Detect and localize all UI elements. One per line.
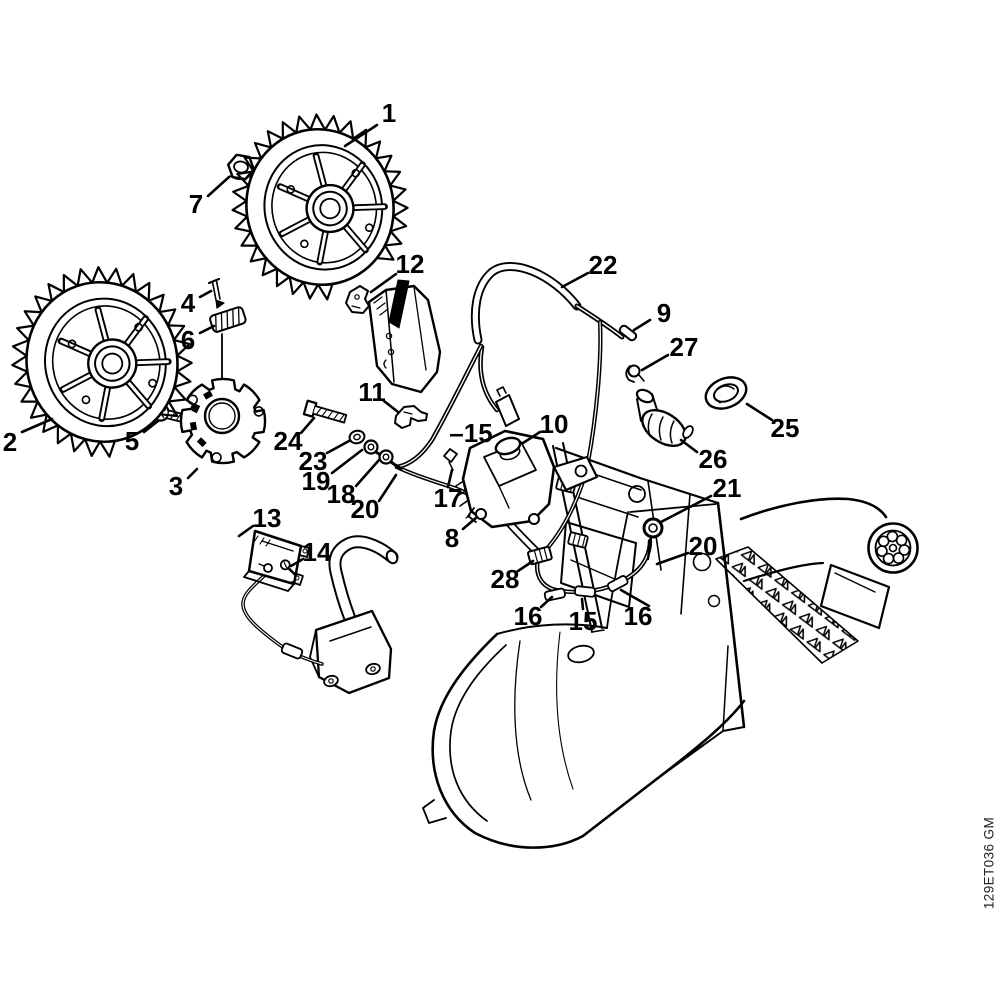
part-16-sleeve-right [606, 575, 629, 593]
callout-label-25: 25 [771, 413, 800, 443]
callout-leader-6 [198, 324, 216, 335]
callout-label-28: 28 [491, 564, 520, 594]
part-28-connector [527, 545, 553, 566]
callout-leader-7 [206, 175, 231, 198]
callout-label-13: 13 [253, 503, 282, 533]
part-4-pin [207, 277, 225, 309]
callout-label-–15: –15 [449, 418, 492, 448]
callout-leader-1 [343, 123, 379, 148]
callout-leader-5 [142, 419, 160, 434]
part-3-stator [179, 377, 267, 465]
callout-leader-20 [655, 551, 690, 566]
callout-label-22: 22 [589, 250, 618, 280]
callout-label-11: 11 [358, 377, 386, 407]
callout-leader-19 [330, 448, 364, 475]
callout-leader-18 [354, 458, 381, 488]
watermark-text: 129ET036 GM [981, 816, 997, 910]
callout-leader-23 [325, 439, 351, 455]
callout-leader-9 [632, 318, 652, 332]
callout-label-17: 17 [434, 483, 463, 513]
callout-leader-24 [299, 416, 316, 435]
callout-label-9: 9 [657, 298, 671, 328]
callout-leader-2 [20, 417, 54, 434]
callout-leader-22 [560, 271, 590, 289]
part-17-clip [443, 448, 458, 471]
wiring-harness [394, 262, 653, 595]
callout-label-24: 24 [274, 426, 303, 456]
callout-label-20: 20 [689, 531, 718, 561]
handle-tube-and-bracket [309, 535, 399, 695]
part-8-ignition-coil [455, 429, 599, 529]
callout-label-21: 21 [713, 473, 742, 503]
part-10-coil-boot [494, 386, 522, 461]
callout-label-23: 23 [299, 446, 328, 476]
callout-leader-10 [521, 430, 542, 445]
callout-leader-28 [516, 559, 535, 573]
callout-leader-3 [186, 467, 199, 480]
callout-label-1: 1 [382, 98, 396, 128]
callout-leader-27 [640, 353, 670, 372]
part-9-end-sleeve [618, 324, 638, 342]
callout-leader-17 [446, 468, 454, 489]
callout-leader-25 [745, 402, 774, 422]
callout-label-5: 5 [125, 426, 139, 456]
part-18-ring-terminal [378, 449, 403, 471]
part-1-flywheel [231, 113, 409, 301]
callout-leader-16 [539, 595, 554, 609]
callout-label-8: 8 [445, 523, 459, 553]
part-21-ring-terminal [642, 517, 664, 561]
callout-label-2: 2 [3, 427, 17, 457]
flywheels [11, 113, 409, 458]
part-13-ignition-module [241, 529, 324, 666]
callout-label-20: 20 [351, 494, 380, 524]
part-6-spring [209, 306, 247, 382]
part-11-clip [394, 405, 428, 429]
antivibe-buffer-holes [876, 530, 911, 565]
callout-label-16: 16 [624, 601, 653, 631]
callout-leader-14 [289, 557, 305, 568]
callout-leader-26 [679, 438, 699, 454]
part-26-spark-plug-boot [635, 388, 694, 448]
callout-leader-13 [237, 524, 255, 538]
callout-leader-12 [369, 272, 398, 294]
callout-label-26: 26 [699, 444, 728, 474]
callout-label-3: 3 [169, 471, 183, 501]
callout-label-16: 16 [514, 601, 543, 631]
callout-label-18: 18 [327, 479, 356, 509]
callout-label-27: 27 [670, 332, 699, 362]
callout-leader-15 [580, 597, 585, 611]
part-25-grommet [704, 376, 748, 410]
callout-label-19: 19 [302, 466, 331, 496]
callout-leader-11 [382, 399, 400, 414]
callout-label-15: 15 [569, 606, 598, 636]
part-12-cover-assembly [345, 279, 442, 394]
part-15-sleeve [574, 585, 597, 598]
callout-label-4: 4 [181, 288, 196, 318]
callout-label-7: 7 [189, 189, 203, 219]
callout-label-14: 14 [303, 537, 332, 567]
callout-leader-8 [461, 515, 479, 531]
callout-label-12: 12 [396, 249, 425, 279]
callout-label-10: 10 [540, 409, 569, 439]
callout-leader-20 [377, 473, 398, 503]
part-14-screw [279, 559, 297, 577]
callout-label-6: 6 [181, 325, 195, 355]
part-27-clip [625, 364, 645, 383]
callout-leader-21 [659, 494, 713, 524]
callout-leader-4 [198, 289, 213, 299]
part-24-bolt [302, 399, 348, 424]
part-23-washer [348, 429, 366, 445]
part-2-flywheel [11, 266, 193, 458]
callout-leader-16 [619, 588, 651, 608]
